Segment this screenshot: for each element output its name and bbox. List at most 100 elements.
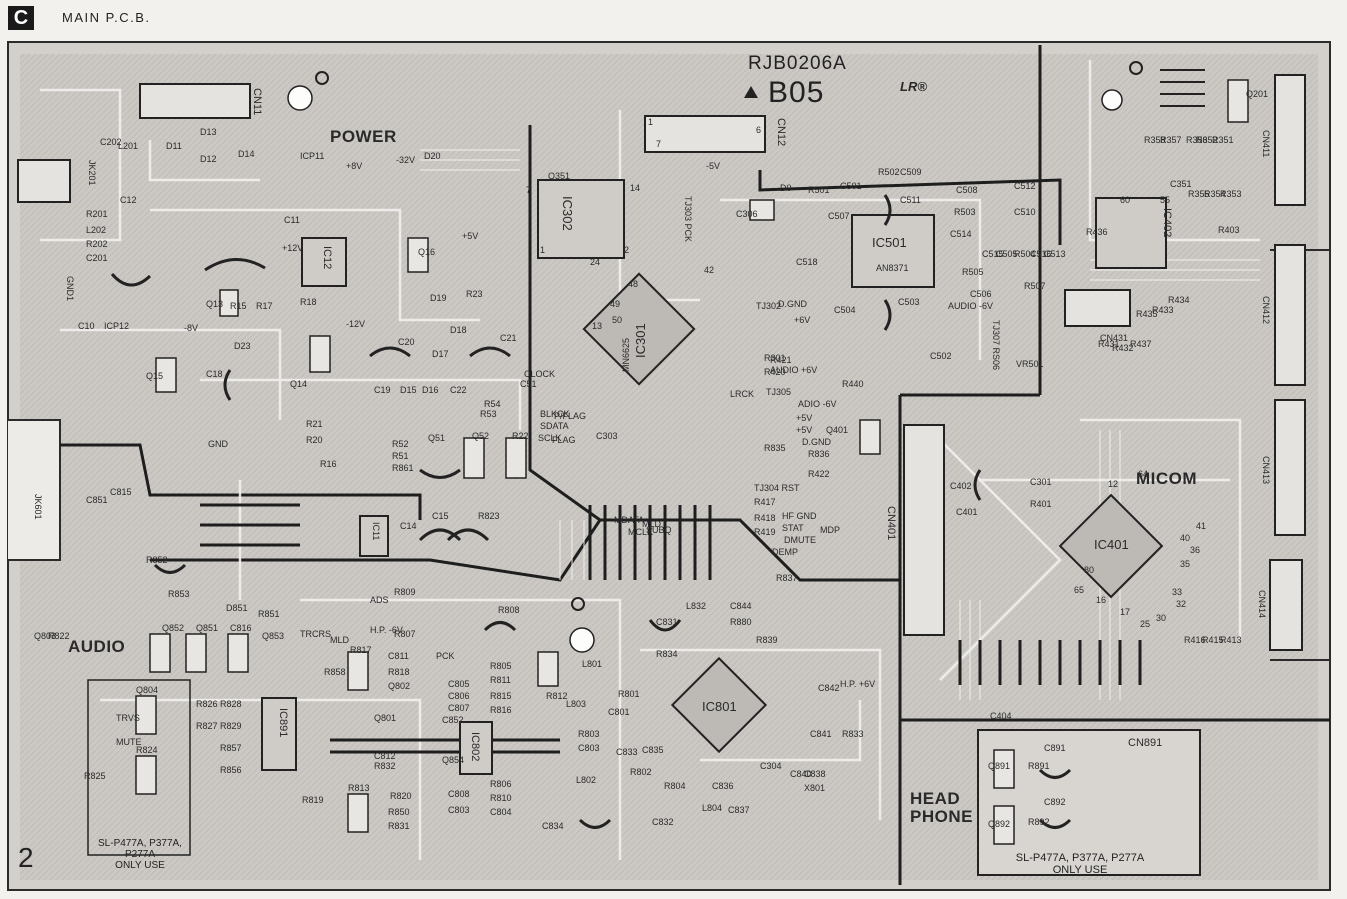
pin-callout: 25 bbox=[1140, 619, 1151, 629]
component-designator: C202 bbox=[100, 137, 122, 147]
ic301-label: IC301 bbox=[633, 323, 648, 358]
component-designator: R823 bbox=[478, 511, 500, 521]
component-designator: R16 bbox=[320, 459, 337, 469]
component-designator: D23 bbox=[234, 341, 251, 351]
component-designator: R856 bbox=[220, 765, 242, 775]
component-designator: Q892 bbox=[988, 819, 1011, 829]
component-designator: C831 bbox=[656, 617, 678, 627]
component-designator: C404 bbox=[990, 711, 1012, 721]
component-designator: R417 bbox=[754, 497, 776, 507]
component-designator: R892 bbox=[1028, 817, 1050, 827]
pin-callout: 65 bbox=[1074, 585, 1085, 595]
section-badge: C bbox=[8, 6, 34, 30]
component-designator: R835 bbox=[764, 443, 786, 453]
component-designator: Q52 bbox=[472, 431, 490, 441]
component-designator: D20 bbox=[424, 151, 441, 161]
component-designator: D16 bbox=[422, 385, 439, 395]
component-designator: L201 bbox=[118, 141, 139, 151]
component-designator: C805 bbox=[448, 679, 470, 689]
component-designator: C508 bbox=[956, 185, 978, 195]
cn413-connector bbox=[1274, 399, 1306, 536]
component-designator: C851 bbox=[86, 495, 108, 505]
component-designator: L803 bbox=[566, 699, 587, 709]
component-designator: D17 bbox=[432, 349, 449, 359]
component-designator: C515 bbox=[982, 249, 1004, 259]
net-label: D.GND bbox=[802, 437, 831, 447]
component-designator: R822 bbox=[48, 631, 70, 641]
ic12-package bbox=[301, 237, 347, 287]
pin-callout: 55 bbox=[1160, 195, 1171, 205]
net-label: D.GND bbox=[778, 299, 807, 309]
component-designator: R18 bbox=[300, 297, 317, 307]
pin-callout: 49 bbox=[610, 299, 621, 309]
pin-callout: FLAG bbox=[552, 435, 576, 445]
component-designator: D14 bbox=[238, 149, 255, 159]
ic11-package bbox=[359, 515, 389, 557]
component-designator: R401 bbox=[1030, 499, 1052, 509]
component-designator: Q351 bbox=[548, 171, 571, 181]
component-designator: Q851 bbox=[196, 623, 219, 633]
ic12-label: IC12 bbox=[321, 246, 333, 270]
component-designator: L804 bbox=[702, 803, 723, 813]
net-label: TRCRS bbox=[300, 629, 331, 639]
ic402-package bbox=[1095, 197, 1167, 269]
component-designator: R815 bbox=[490, 691, 512, 701]
component-designator: C303 bbox=[596, 431, 618, 441]
net-label: MCLK bbox=[628, 527, 654, 537]
component-designator: R422 bbox=[808, 469, 830, 479]
section-phone: PHONE bbox=[910, 807, 973, 826]
ic501-label: IC501 bbox=[872, 235, 907, 250]
component-designator: C804 bbox=[490, 807, 512, 817]
component-designator: R413 bbox=[1220, 635, 1242, 645]
gnd1-label: GND1 bbox=[65, 276, 75, 302]
component-designator: R833 bbox=[842, 729, 864, 739]
component-designator: R818 bbox=[388, 667, 410, 677]
component-designator: R419 bbox=[754, 527, 776, 537]
ic801-package bbox=[670, 656, 768, 754]
component-designator: C402 bbox=[950, 481, 972, 491]
pin-callout: 6 bbox=[756, 125, 762, 135]
component-designator: C838 bbox=[804, 769, 826, 779]
component-designator: R421 bbox=[770, 355, 792, 365]
component-designator: C815 bbox=[110, 487, 132, 497]
ic401-label: IC401 bbox=[1094, 537, 1129, 552]
audio-only-box bbox=[87, 679, 191, 856]
component-designator: R820 bbox=[390, 791, 412, 801]
pin-callout: 7 bbox=[526, 185, 532, 195]
component-designator: R20 bbox=[306, 435, 323, 445]
cn431-label: CN431 bbox=[1100, 333, 1129, 343]
component-designator: C10 bbox=[78, 321, 95, 331]
component-designator: R504 bbox=[1014, 249, 1036, 259]
net-label: +12V bbox=[282, 243, 304, 253]
jk201-label: JK201 bbox=[87, 160, 97, 186]
component-designator: R813 bbox=[348, 783, 370, 793]
pin-callout: 35 bbox=[1180, 559, 1191, 569]
net-label: +5V bbox=[796, 413, 813, 423]
component-designator: R357 bbox=[1160, 135, 1182, 145]
cn891-label: CN891 bbox=[1128, 737, 1163, 749]
component-designator: C306 bbox=[736, 209, 758, 219]
component-designator: R21 bbox=[306, 419, 323, 429]
component-designator: C14 bbox=[400, 521, 417, 531]
pin-callout: 12 bbox=[1108, 479, 1119, 489]
component-designator: R825 bbox=[84, 771, 106, 781]
component-designator: C511 bbox=[900, 195, 921, 205]
testpoint-tj305: TJ305 bbox=[766, 387, 792, 397]
component-designator: R17 bbox=[256, 301, 273, 311]
component-designator: D11 bbox=[166, 141, 182, 151]
component-designator: R806 bbox=[490, 779, 512, 789]
component-designator: Q854 bbox=[442, 755, 465, 765]
ic302-package bbox=[537, 179, 625, 259]
component-designator: R507 bbox=[1024, 281, 1046, 291]
net-label: AUDIO +6V bbox=[770, 365, 818, 375]
component-designator: R352 bbox=[1196, 135, 1218, 145]
component-designator: C505 bbox=[996, 249, 1018, 259]
component-designator: R431 bbox=[1098, 339, 1120, 349]
component-designator: R503 bbox=[954, 207, 976, 217]
component-designator: R403 bbox=[1218, 225, 1240, 235]
component-designator: R15 bbox=[230, 301, 247, 311]
component-designator: L202 bbox=[86, 225, 107, 235]
component-designator: C892 bbox=[1044, 797, 1066, 807]
component-designator: R832 bbox=[374, 761, 396, 771]
component-designator: C807 bbox=[448, 703, 470, 713]
